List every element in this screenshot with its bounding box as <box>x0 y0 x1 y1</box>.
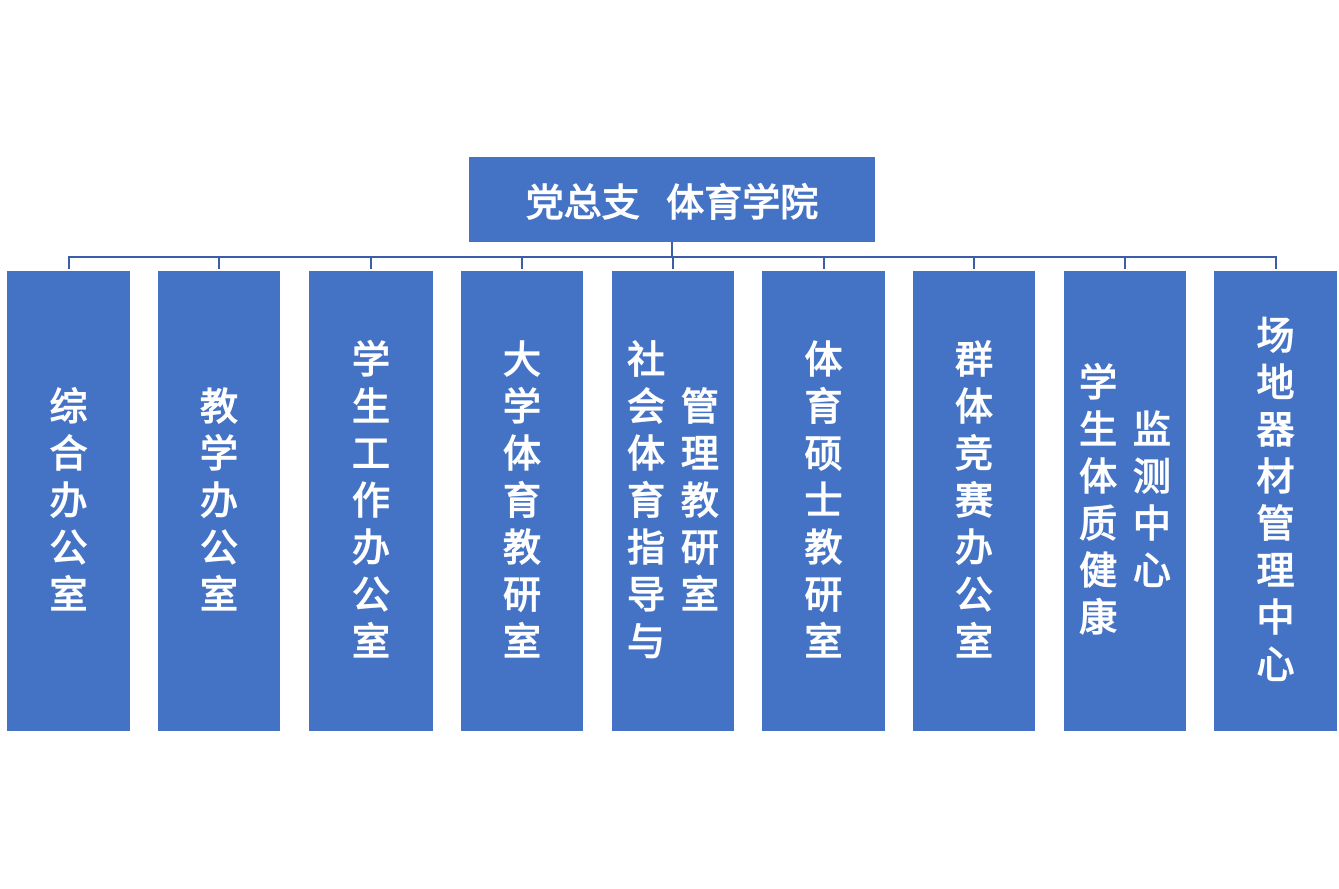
department-node: 教学办公室 <box>158 271 280 731</box>
department-label: 学生工作办公室 <box>351 337 390 664</box>
department-node: 群体竞赛办公室 <box>913 271 1035 731</box>
department-label: 社会体育指导与 <box>627 337 666 664</box>
department-node: 社会体育指导与管理教研室 <box>612 271 734 731</box>
connector-drop <box>672 256 674 269</box>
department-node: 学生工作办公室 <box>309 271 433 731</box>
connector-drop <box>1275 256 1277 269</box>
department-node: 体育硕士教研室 <box>762 271 885 731</box>
department-label: 学生体质健康 <box>1079 361 1118 640</box>
department-node: 综合办公室 <box>7 271 130 731</box>
connector-drop <box>218 256 220 269</box>
department-node: 大学体育教研室 <box>461 271 583 731</box>
department-label: 管理教研室 <box>680 384 719 617</box>
department-label: 场地器材管理中心 <box>1256 314 1295 687</box>
department-label: 群体竞赛办公室 <box>954 337 993 664</box>
department-label: 大学体育教研室 <box>502 337 541 664</box>
connector-drop <box>1124 256 1126 269</box>
department-label: 教学办公室 <box>199 384 238 617</box>
connector-drop <box>823 256 825 269</box>
department-label: 综合办公室 <box>49 384 88 617</box>
connector-drop <box>973 256 975 269</box>
department-node: 场地器材管理中心 <box>1214 271 1337 731</box>
department-label: 体育硕士教研室 <box>804 337 843 664</box>
connector-drop <box>370 256 372 269</box>
department-label: 监测中心 <box>1132 408 1171 593</box>
connector-drop <box>521 256 523 269</box>
root-node-party-branch-sports-college: 党总支 体育学院 <box>469 157 875 242</box>
department-node: 学生体质健康监测中心 <box>1064 271 1186 731</box>
connector-drop <box>68 256 70 269</box>
connector-trunk <box>671 242 673 257</box>
